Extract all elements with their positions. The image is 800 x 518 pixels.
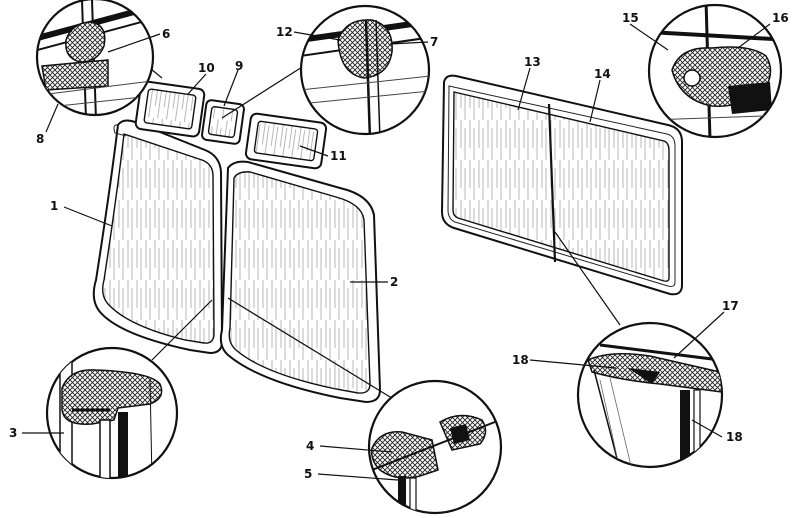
callout-6: 6 — [162, 27, 170, 41]
detail-circle-bottom-middle — [367, 379, 503, 515]
leader-16 — [737, 23, 771, 49]
detail-circle-bottom-left — [45, 346, 179, 480]
callout-13: 13 — [524, 55, 541, 69]
leader-6 — [107, 33, 161, 53]
callout-15: 15 — [622, 11, 639, 25]
callout-12: 12 — [276, 25, 293, 39]
callout-17: 17 — [722, 299, 739, 313]
callout-8: 8 — [36, 132, 44, 146]
vent-glass-11 — [244, 112, 328, 170]
leader-14 — [589, 79, 601, 123]
leader-4 — [319, 445, 393, 453]
rear-window-glass — [440, 74, 683, 296]
leader-7 — [389, 41, 429, 45]
callout-11: 11 — [330, 149, 347, 163]
leader-18-lower — [691, 419, 723, 438]
detail-circle-top-middle — [299, 4, 431, 136]
callout-9: 9 — [235, 59, 243, 73]
callout-7: 7 — [430, 35, 438, 49]
leader-10 — [187, 73, 207, 95]
leader-13 — [517, 67, 531, 111]
detail-circle-top-left — [35, 0, 155, 117]
door-glass-right — [219, 160, 382, 404]
callout-2: 2 — [390, 275, 398, 289]
detail-circle-bottom-right — [576, 321, 724, 469]
callout-18-upper: 18 — [512, 353, 529, 367]
leader-11 — [299, 145, 329, 157]
leader-5 — [317, 473, 399, 481]
callout-3: 3 — [9, 426, 17, 440]
vent-glass-9 — [201, 99, 245, 145]
leader-8 — [45, 103, 59, 133]
callout-leaders — [22, 23, 771, 481]
leader-18-upper — [529, 359, 617, 369]
callout-18-lower: 18 — [726, 430, 743, 444]
callout-1: 1 — [50, 199, 58, 213]
callout-4: 4 — [306, 439, 314, 453]
leader-17 — [673, 311, 725, 359]
door-glass-left — [92, 119, 224, 355]
leader-1 — [63, 206, 113, 227]
callout-14: 14 — [594, 67, 611, 81]
leader-15 — [629, 23, 669, 51]
callout-16: 16 — [772, 11, 789, 25]
leader-12 — [293, 31, 341, 41]
callout-5: 5 — [304, 467, 312, 481]
detail-circle-top-right — [647, 3, 783, 139]
leader-9 — [223, 69, 239, 107]
callout-10: 10 — [198, 61, 215, 75]
callout-labels: 1 2 3 4 5 6 7 8 9 10 11 12 13 14 15 16 1… — [9, 11, 789, 481]
vent-glass-10 — [134, 80, 206, 138]
